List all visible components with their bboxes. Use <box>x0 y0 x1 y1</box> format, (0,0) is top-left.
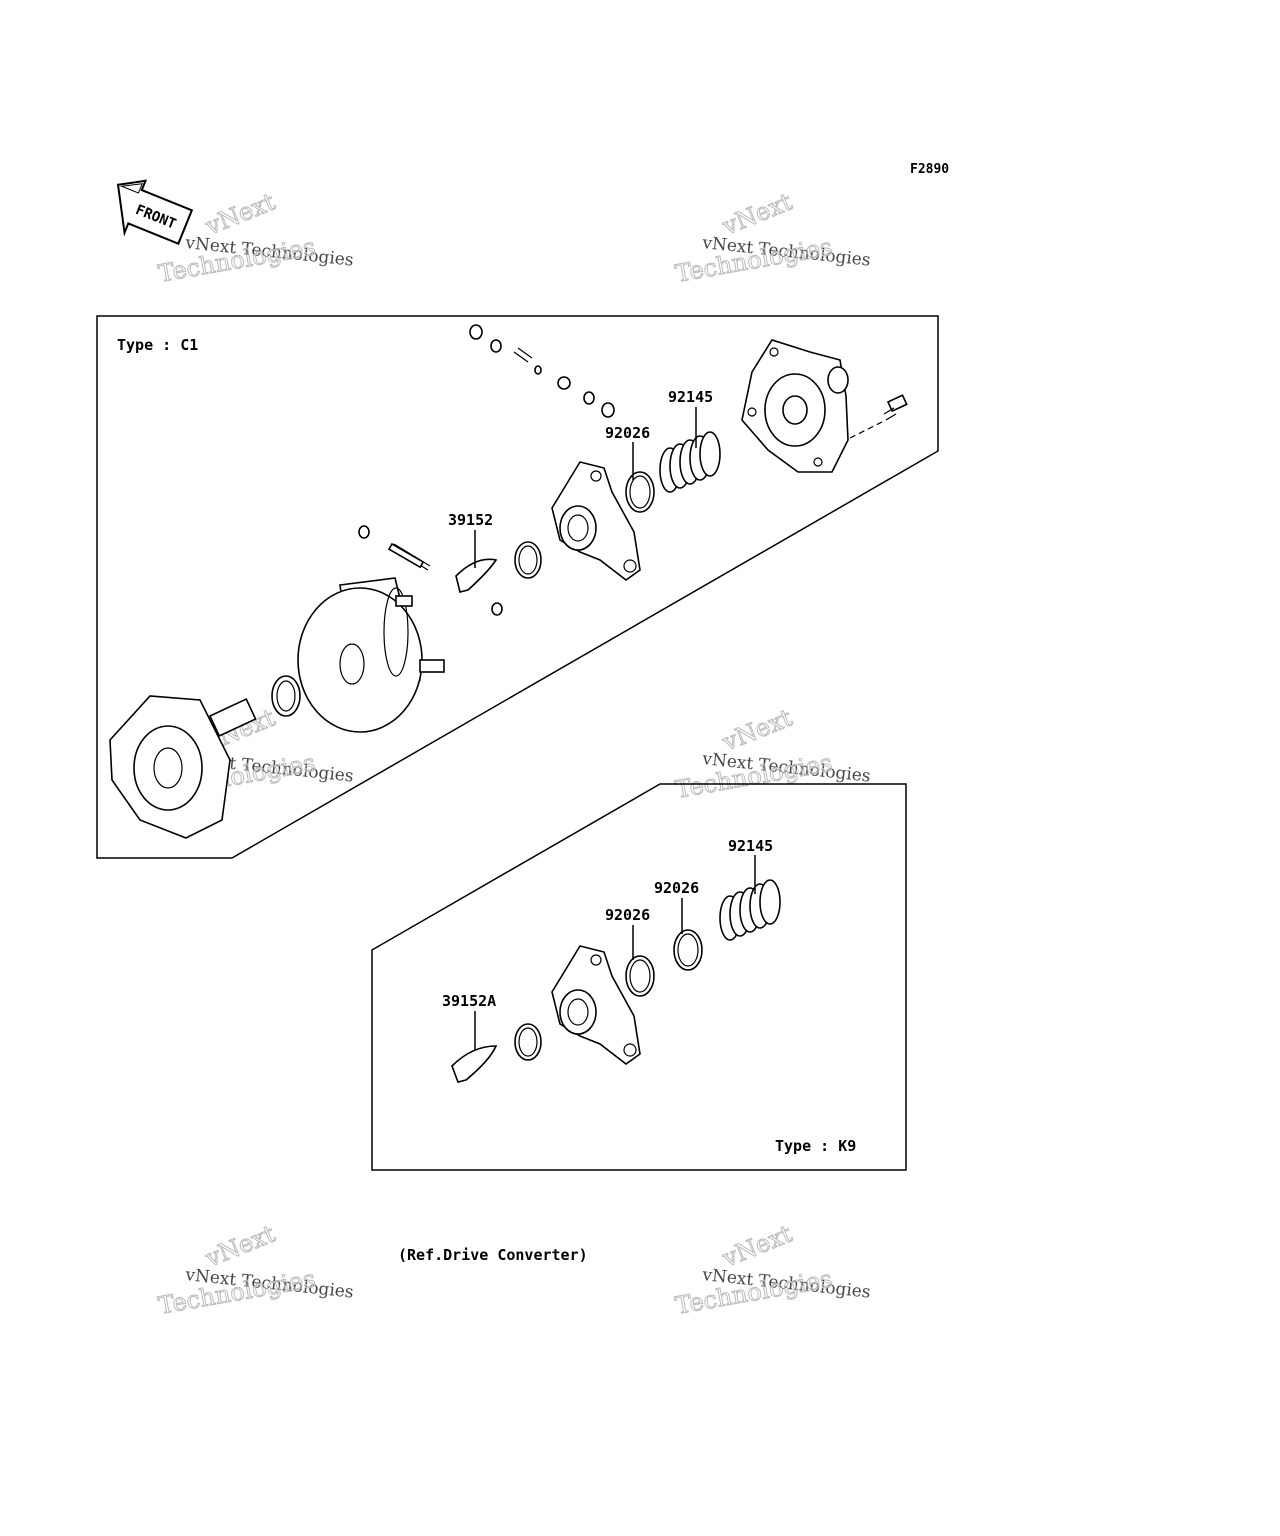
svg-text:vNext: vNext <box>718 188 796 241</box>
callout-92026: 92026 <box>605 424 650 442</box>
figure-code: F2890 <box>910 162 949 177</box>
svg-text:vNext: vNext <box>718 704 796 757</box>
callout-39152: 39152 <box>448 511 493 529</box>
reference-note: (Ref.Drive Converter) <box>398 1246 588 1264</box>
fixed-sheave <box>109 695 257 839</box>
callout-92026: 92026 <box>605 906 650 924</box>
svg-text:vNext: vNext <box>201 188 279 241</box>
spider-assembly <box>551 461 641 581</box>
converter-cover <box>741 339 908 473</box>
svg-text:vNext: vNext <box>201 1220 279 1273</box>
spring-92145 <box>659 431 721 493</box>
panel-type-c1: Type : C1 <box>96 315 939 859</box>
bushing <box>271 675 301 717</box>
movable-sheave <box>297 577 445 733</box>
weight-39152a <box>451 1045 498 1083</box>
panel-k9-type-label: Type : K9 <box>775 1137 856 1155</box>
spring-92145 <box>719 879 781 941</box>
washer-92026 <box>625 955 655 997</box>
callout-92145: 92145 <box>668 388 713 406</box>
callout-39152a: 39152A <box>442 992 496 1010</box>
panel-k9-border <box>371 783 907 1171</box>
panel-c1-type-label: Type : C1 <box>117 336 198 354</box>
panel-c1-border <box>96 315 939 859</box>
weight-39152 <box>455 558 498 593</box>
washer-92026 <box>625 471 655 513</box>
panel-type-k9: Type : K9 92145 92026 <box>371 783 907 1171</box>
front-arrow-icon: FRONT <box>116 179 194 245</box>
svg-text:vNext: vNext <box>718 1220 796 1273</box>
callout-92026: 92026 <box>654 879 699 897</box>
spider-assembly <box>551 945 641 1065</box>
callout-92145: 92145 <box>728 837 773 855</box>
small-hardware <box>358 324 615 616</box>
washer-92026 <box>673 929 703 971</box>
